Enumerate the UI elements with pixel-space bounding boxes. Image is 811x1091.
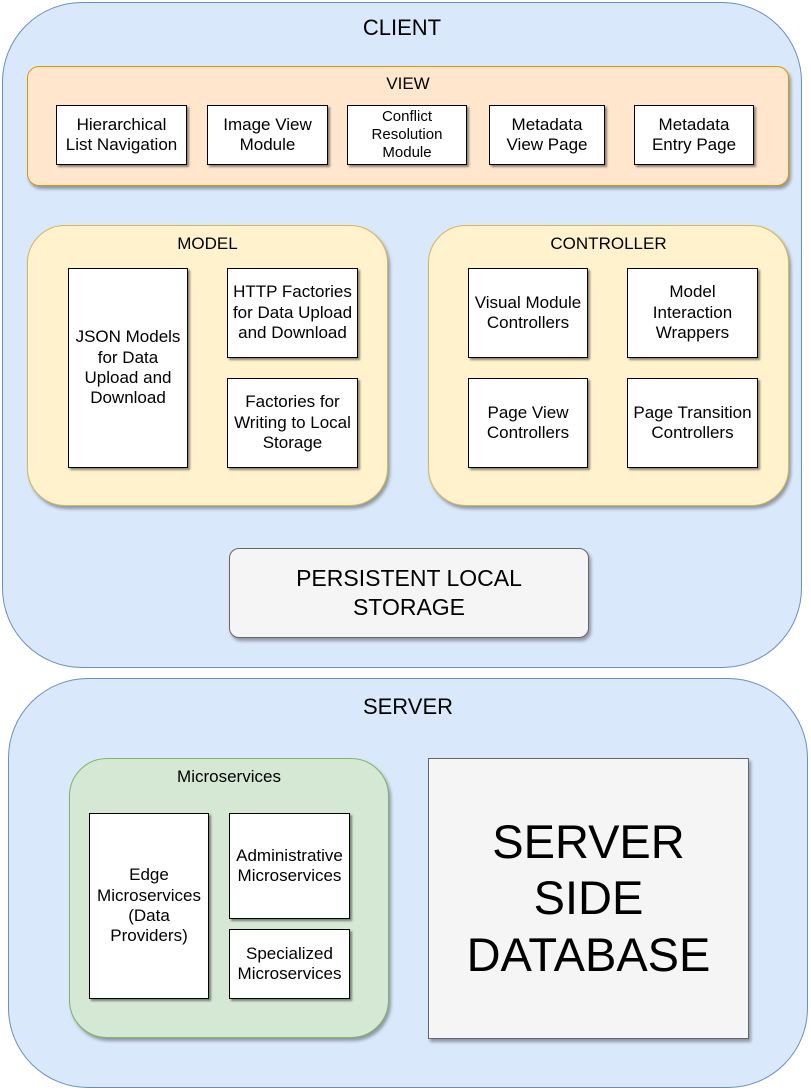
client-title: CLIENT (362, 15, 442, 40)
page-view-controllers-box: Page View Controllers (468, 378, 588, 468)
metadata-view-page-box: Metadata View Page (489, 105, 605, 165)
local-storage-factories-box: Factories for Writing to Local Storage (227, 378, 358, 468)
specialized-microservices-box: Specialized Microservices (229, 929, 350, 999)
server-title: SERVER (362, 694, 454, 719)
visual-module-controllers-box: Visual Module Controllers (468, 268, 588, 358)
conflict-resolution-module-box: Conflict Resolution Module (347, 105, 467, 165)
administrative-microservices-box: Administrative Microservices (229, 813, 350, 919)
json-models-box: JSON Models for Data Upload and Download (68, 268, 188, 468)
hierarchical-list-navigation-box: Hierarchical List Navigation (56, 105, 187, 165)
server-side-database: SERVER SIDE DATABASE (428, 758, 749, 1039)
microservices-title: Microservices (177, 767, 281, 786)
page-transition-controllers-box: Page Transition Controllers (627, 378, 758, 468)
edge-microservices-box: Edge Microservices (Data Providers) (89, 813, 209, 999)
metadata-entry-page-box: Metadata Entry Page (634, 105, 754, 165)
http-factories-box: HTTP Factories for Data Upload and Downl… (227, 268, 358, 358)
model-title: MODEL (177, 234, 238, 253)
controller-title: CONTROLLER (550, 234, 667, 253)
view-title: VIEW (386, 74, 430, 93)
persistent-local-storage: PERSISTENT LOCAL STORAGE (229, 548, 589, 638)
image-view-module-box: Image View Module (207, 105, 328, 165)
model-interaction-wrappers-box: Model Interaction Wrappers (627, 268, 758, 358)
